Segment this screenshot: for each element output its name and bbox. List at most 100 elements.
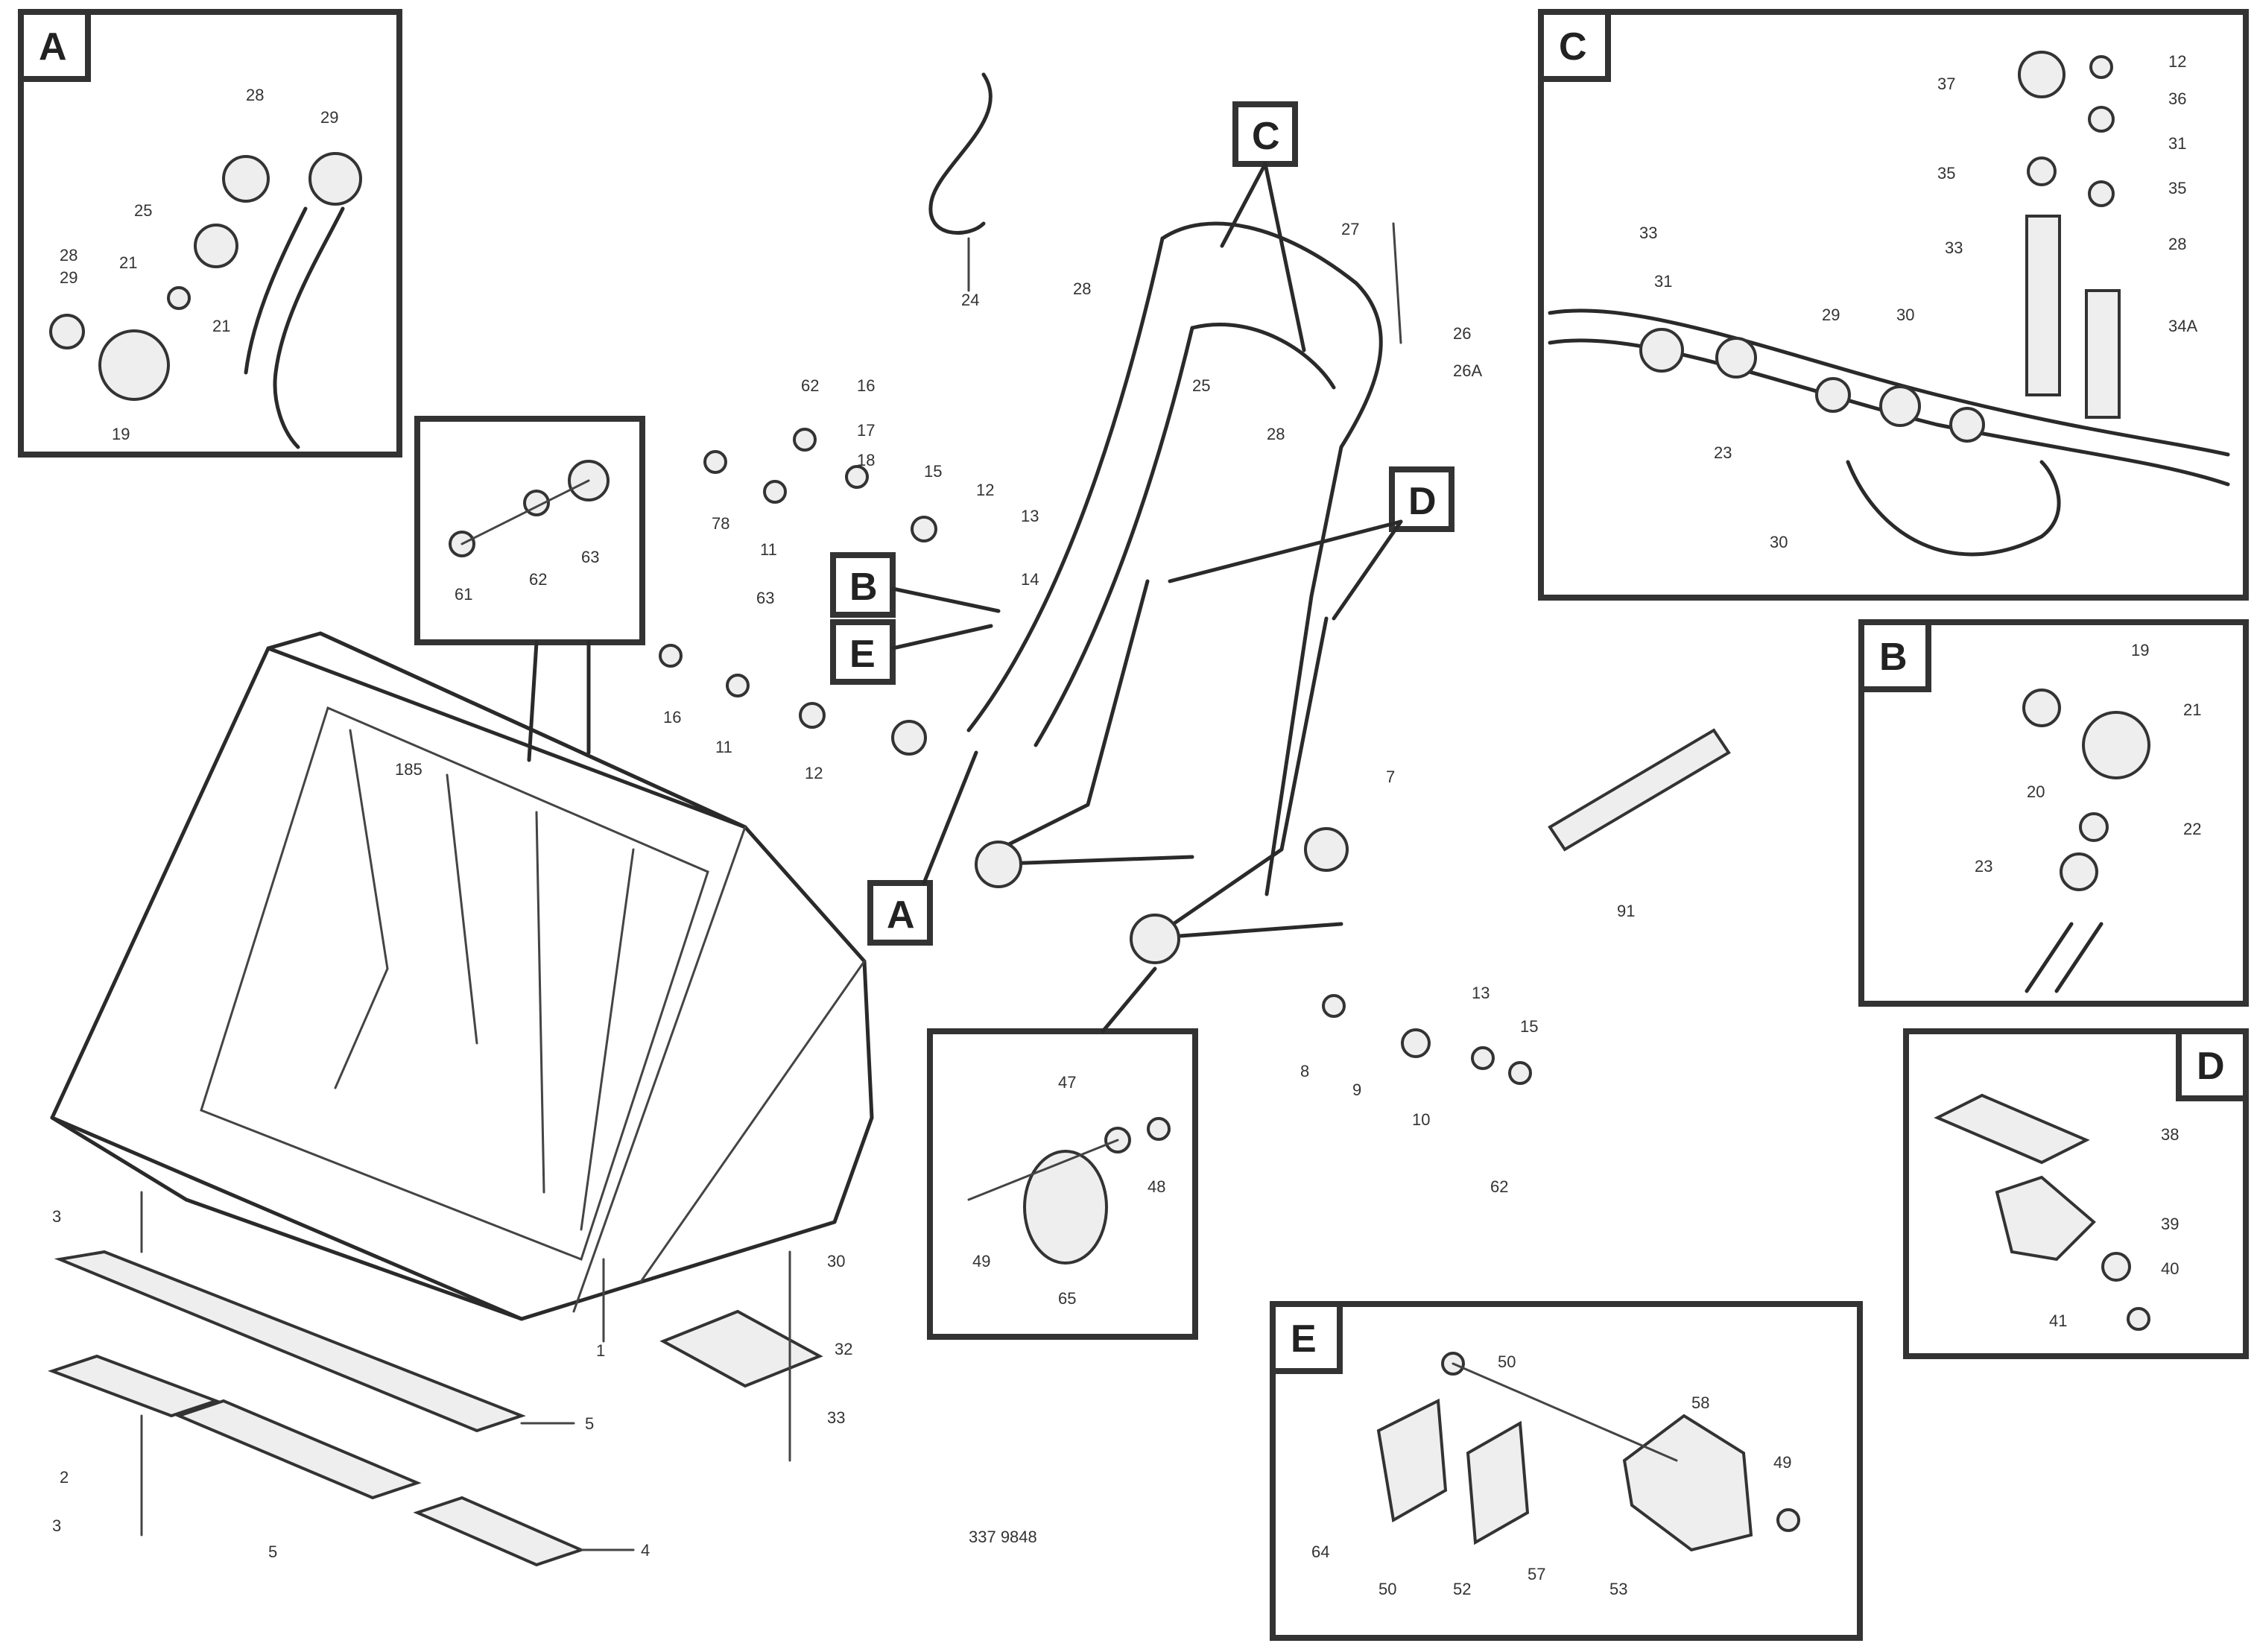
label-fit-16b: 16 <box>663 708 681 727</box>
label-e-52: 52 <box>1453 1580 1471 1598</box>
label-e-49: 49 <box>1773 1453 1791 1472</box>
detail-tag-a: A <box>39 25 67 69</box>
label-fit-11: 11 <box>760 540 777 559</box>
label-fit-17: 17 <box>857 421 875 440</box>
label-c-29: 29 <box>1822 306 1840 324</box>
detail-box-b: B 19 20 21 22 23 <box>1858 619 2249 1007</box>
callout-c: C <box>1220 101 1306 352</box>
label-a-21: 21 <box>119 253 137 272</box>
detail-box-e: E 50 58 49 64 50 52 57 53 <box>1270 1301 1863 1641</box>
label-edge-2: 2 <box>60 1468 69 1487</box>
label-plate-30: 30 <box>827 1252 845 1270</box>
label-arm-26a: 26A <box>1453 361 1482 380</box>
cutting-edges: 3 5 2 3 5 4 <box>48 1191 650 1567</box>
callout-d: D <box>1168 466 1454 621</box>
detail-box-top: 61 62 63 <box>414 416 645 762</box>
label-fit-62: 62 <box>801 376 819 395</box>
label-fit-11b: 11 <box>715 738 732 756</box>
svg-text:B: B <box>849 566 878 609</box>
label-bucket-1: 1 <box>596 1341 605 1360</box>
label-bolt-62: 62 <box>1490 1177 1508 1196</box>
detail-box-d: D 38 39 40 41 <box>1903 1028 2249 1359</box>
label-fit-12: 12 <box>976 481 994 499</box>
label-e-58: 58 <box>1691 1393 1709 1412</box>
label-edge-5b: 5 <box>268 1542 277 1561</box>
label-plate-32: 32 <box>835 1340 852 1358</box>
label-c-34a: 34A <box>2168 317 2197 335</box>
label-e-53: 53 <box>1609 1580 1627 1598</box>
label-top-61: 61 <box>455 585 472 604</box>
label-c-31b: 31 <box>1654 272 1672 291</box>
detail-tag-d: D <box>2197 1045 2225 1088</box>
label-a-29: 29 <box>320 108 338 127</box>
label-fit-15: 15 <box>924 462 942 481</box>
hose-coil: 24 <box>928 72 993 309</box>
detail-box-a: A 28 29 25 28 21 29 21 19 <box>18 9 402 458</box>
label-bot-48: 48 <box>1148 1177 1165 1196</box>
label-c-30b: 30 <box>1770 533 1788 551</box>
label-edge-4: 4 <box>641 1541 650 1560</box>
label-fit-16: 16 <box>857 376 875 395</box>
label-arm-26: 26 <box>1453 324 1471 343</box>
label-b-21: 21 <box>2183 700 2201 719</box>
drawing-code: 337 9848 <box>969 1528 1037 1546</box>
label-bolt-91: 91 <box>1617 902 1635 920</box>
label-d-38: 38 <box>2161 1125 2179 1144</box>
loader-arm-assembly: 28 27 26 26A 25 28 7 <box>966 220 1482 964</box>
label-bot-65: 65 <box>1058 1289 1076 1308</box>
label-bolt-8: 8 <box>1300 1062 1309 1080</box>
label-arm-25: 28 <box>1073 279 1091 298</box>
label-arm-28: 28 <box>1267 425 1285 443</box>
label-c-30: 30 <box>1896 306 1914 324</box>
detail-box-c: C 37 12 36 31 35 35 33 28 34A 33 31 29 3… <box>1538 9 2249 601</box>
label-b-20: 20 <box>2027 782 2045 801</box>
svg-text:A: A <box>887 893 915 937</box>
label-plate-33: 33 <box>827 1408 845 1427</box>
label-e-64: 64 <box>1311 1542 1329 1561</box>
label-b-22: 22 <box>2183 820 2201 838</box>
label-e-57: 57 <box>1528 1565 1545 1583</box>
label-a-25: 25 <box>134 201 152 220</box>
label-d-40: 40 <box>2161 1259 2179 1278</box>
label-arm-7: 7 <box>1386 768 1395 786</box>
detail-tag-b: B <box>1879 636 1908 679</box>
label-edge-3b: 3 <box>52 1516 61 1535</box>
label-bolt-9: 9 <box>1352 1080 1361 1099</box>
detail-box-bottom: 47 48 49 65 <box>927 966 1198 1340</box>
callout-e: E <box>830 619 993 685</box>
label-c-33: 33 <box>1945 238 1963 257</box>
bolt-set: 91 13 15 8 9 10 62 <box>1300 728 1731 1196</box>
callout-b: B <box>830 552 1001 618</box>
svg-text:E: E <box>849 633 876 676</box>
label-arm-27: 27 <box>1341 220 1359 238</box>
label-fit-12b: 12 <box>805 764 823 782</box>
label-a-29b: 29 <box>60 268 77 287</box>
label-bot-47: 47 <box>1058 1073 1076 1092</box>
label-c-28: 28 <box>2168 235 2186 253</box>
label-e-50: 50 <box>1498 1352 1516 1371</box>
label-d-39: 39 <box>2161 1215 2179 1233</box>
callout-a: A <box>867 750 978 946</box>
label-a-28b: 28 <box>60 246 77 265</box>
detail-tag-c: C <box>1559 25 1587 69</box>
label-edge-5: 5 <box>585 1414 594 1433</box>
label-fit-78: 78 <box>712 514 729 533</box>
label-bolt-10: 10 <box>1412 1110 1430 1129</box>
label-a-21b: 21 <box>212 317 230 335</box>
label-c-33b: 33 <box>1639 224 1657 242</box>
label-top-63: 63 <box>581 548 599 566</box>
detail-tag-e: E <box>1291 1317 1317 1361</box>
label-top-62: 62 <box>529 570 547 589</box>
label-bot-49: 49 <box>972 1252 990 1270</box>
label-bolt-15: 15 <box>1520 1017 1538 1036</box>
label-c-31: 31 <box>2168 134 2186 153</box>
label-c-12: 12 <box>2168 52 2186 71</box>
bucket-marking: 185 <box>395 760 422 779</box>
label-c-35: 35 <box>1937 164 1955 183</box>
plate-part: 30 32 33 <box>659 1250 852 1462</box>
label-b-19: 19 <box>2131 641 2149 659</box>
svg-text:C: C <box>1252 115 1280 158</box>
label-hose-24: 24 <box>961 291 979 309</box>
label-bolt-13: 13 <box>1472 984 1490 1002</box>
